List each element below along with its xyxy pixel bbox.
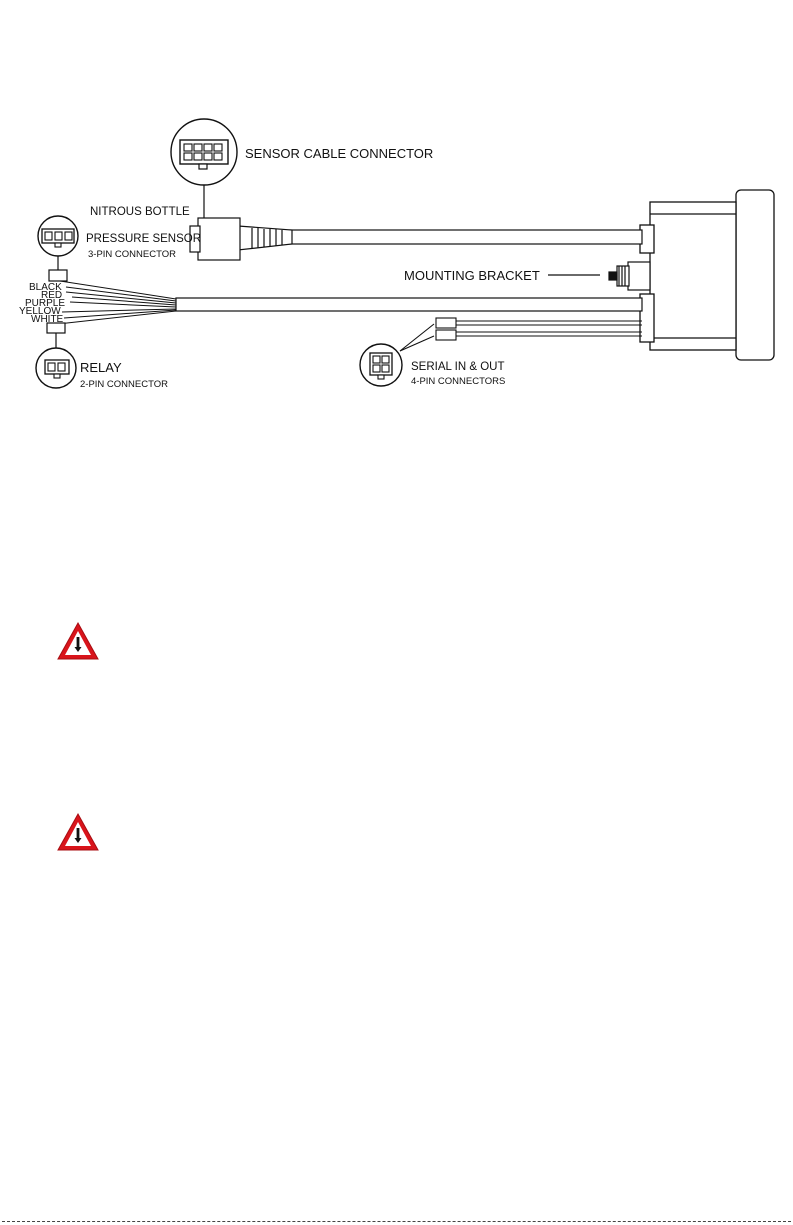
- pressure-sensor-plug: [49, 270, 67, 281]
- serial-leaders: [400, 324, 434, 351]
- serial-connector-callout: [360, 344, 402, 386]
- pressure-sensor-label-1: NITROUS BOTTLE: [90, 206, 190, 218]
- pressure-sensor-label-2: PRESSURE SENSOR: [86, 233, 201, 245]
- wire-color-labels: BLACK RED PURPLE YELLOW WHITE: [19, 282, 65, 325]
- sensor-cable-connector-callout: [171, 119, 237, 185]
- sensor-cable-connector-label: SENSOR CABLE CONNECTOR: [245, 146, 433, 161]
- main-harness-cable: [176, 298, 642, 311]
- gauge-body: [640, 190, 774, 360]
- mounting-bracket-label: MOUNTING BRACKET: [404, 268, 540, 283]
- wiring-harness-diagram: MOUNTING BRACKET SENSOR CABLE CONNECTOR: [0, 0, 793, 420]
- relay-label: RELAY: [80, 360, 122, 375]
- mounting-bracket: [609, 262, 650, 290]
- serial-pins-label: 4-PIN CONNECTORS: [411, 376, 505, 387]
- relay-plug: [47, 323, 65, 333]
- page-bottom-edge: [2, 1221, 791, 1222]
- warning-triangle-icon: [55, 620, 101, 662]
- harness-wire-fanout: [58, 281, 176, 324]
- pressure-sensor-callout: [38, 216, 78, 256]
- serial-label: SERIAL IN & OUT: [411, 361, 505, 373]
- sensor-cable: [190, 218, 642, 260]
- relay-connector-callout: [36, 348, 76, 388]
- relay-pins-label: 2-PIN CONNECTOR: [80, 379, 168, 390]
- pressure-sensor-label-3: 3-PIN CONNECTOR: [88, 249, 176, 260]
- warning-triangle-icon: [55, 811, 101, 853]
- serial-wires: [436, 318, 642, 340]
